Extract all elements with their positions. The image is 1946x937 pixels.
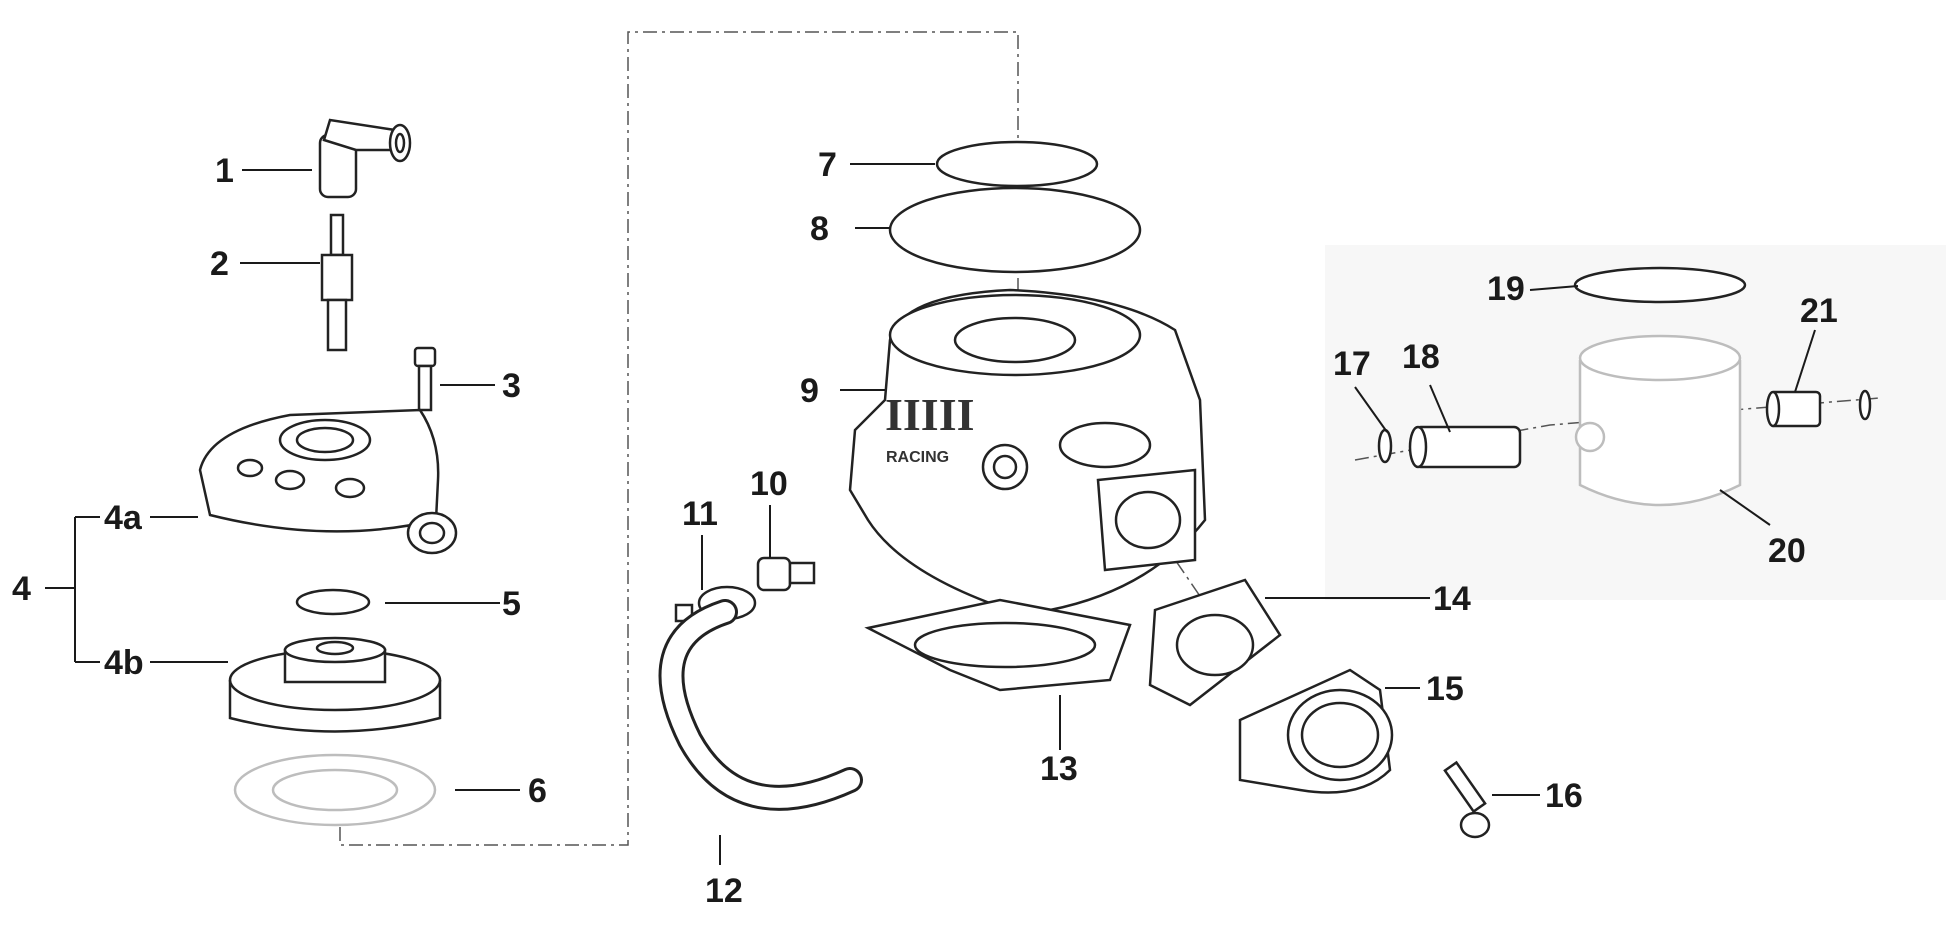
alignment-frame xyxy=(339,31,1019,846)
callout-labels: 1 2 3 4 4a 4b 5 6 7 8 9 10 11 12 13 14 1… xyxy=(12,146,1838,910)
piston-circlip-right xyxy=(1858,389,1872,421)
cylinder-o-ring-large xyxy=(888,186,1142,274)
callout-15: 15 xyxy=(1426,670,1464,708)
callout-13: 13 xyxy=(1040,750,1078,788)
callout-11: 11 xyxy=(682,495,718,533)
intake-gasket xyxy=(1148,578,1282,707)
cylinder-o-ring-small xyxy=(935,140,1099,188)
coolant-hose xyxy=(658,599,863,811)
callout-17: 17 xyxy=(1333,345,1371,383)
callout-21: 21 xyxy=(1800,292,1838,330)
base-gasket xyxy=(864,598,1132,692)
temperature-fitting xyxy=(756,556,816,592)
callout-4b: 4b xyxy=(104,644,144,682)
callout-19: 19 xyxy=(1487,270,1525,308)
callout-10: 10 xyxy=(750,465,788,503)
callout-6: 6 xyxy=(528,772,547,810)
spark-plug xyxy=(320,213,354,352)
head-o-ring xyxy=(295,588,371,616)
callout-4: 4 xyxy=(12,570,31,608)
needle-bearing xyxy=(1765,390,1822,428)
callout-9: 9 xyxy=(800,372,819,410)
wrist-pin xyxy=(1408,425,1522,469)
spark-plug-cap xyxy=(318,118,412,199)
callout-18: 18 xyxy=(1402,338,1440,376)
callout-14: 14 xyxy=(1433,580,1471,618)
piston-circlip-left xyxy=(1377,428,1393,464)
callout-5: 5 xyxy=(502,585,521,623)
callout-1: 1 xyxy=(215,152,234,190)
piston-ring xyxy=(1573,266,1747,304)
cylinder: IIIII RACING xyxy=(848,288,1207,612)
piston xyxy=(1574,334,1742,507)
cylinder-head xyxy=(198,408,458,555)
callout-12: 12 xyxy=(705,872,743,910)
callout-20: 20 xyxy=(1768,532,1806,570)
callout-7: 7 xyxy=(818,146,837,184)
head-bolt xyxy=(413,346,437,412)
callout-4a: 4a xyxy=(104,499,143,537)
reed-block xyxy=(1238,668,1394,794)
intake-bolt xyxy=(1443,760,1491,839)
head-insert xyxy=(228,636,442,733)
callout-3: 3 xyxy=(502,367,521,405)
callout-8: 8 xyxy=(810,210,829,248)
callout-16: 16 xyxy=(1545,777,1583,815)
leader-lines xyxy=(45,163,1816,865)
head-gasket xyxy=(233,753,437,827)
cylinder-logo-mark: IIIII xyxy=(885,389,975,440)
callout-2: 2 xyxy=(210,245,229,283)
cylinder-logo-text: RACING xyxy=(886,449,949,466)
